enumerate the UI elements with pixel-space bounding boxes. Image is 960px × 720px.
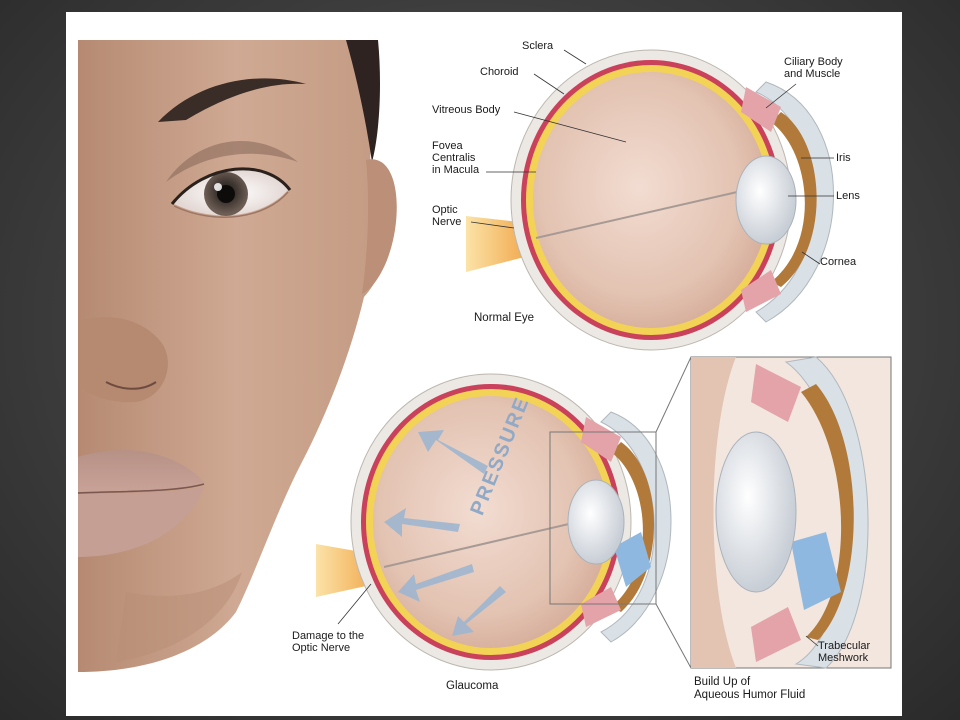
aqueous-humor-caption: Build Up of Aqueous Humor Fluid [694,676,806,701]
fovea-label: Fovea Centralis in Macula [432,140,480,176]
anterior-chamber-detail [690,356,892,669]
face-illustration [77,40,397,672]
normal-eye-caption: Normal Eye [474,312,535,324]
lens-label: Lens [836,190,860,202]
iris-label: Iris [836,152,851,164]
trabecular-meshwork-label: Trabecular Meshwork [818,640,871,664]
glaucoma-caption: Glaucoma [446,680,499,692]
glaucoma-eye-cross-section [316,356,692,671]
vitreous-body-label: Vitreous Body [432,104,501,116]
normal-eye-cross-section [466,49,834,351]
damage-optic-nerve-label: Damage to the Optic Nerve [292,630,365,654]
optic-nerve-label: Optic Nerve [432,204,462,228]
choroid-label: Choroid [480,66,519,78]
sclera-label: Sclera [522,40,554,52]
diagram-panel: Sclera Choroid Vitreous Body Fovea Centr… [66,12,902,716]
ciliary-body-label: Ciliary Body and Muscle [784,56,843,80]
cornea-label: Cornea [820,256,857,268]
